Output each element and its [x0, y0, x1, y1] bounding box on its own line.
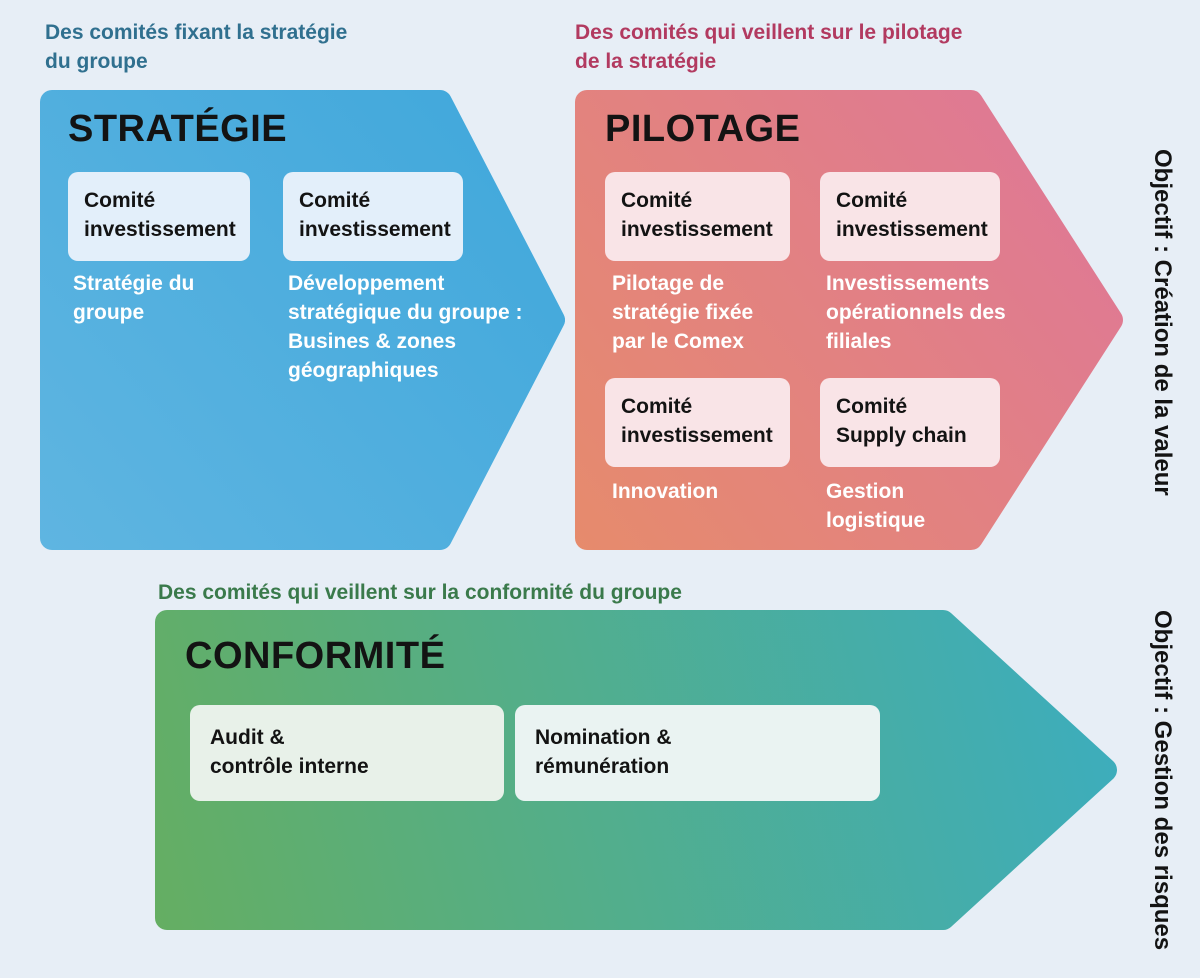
committee-box-strategy-1: Comité investissement — [68, 172, 250, 261]
objective-label-gestion-risques: Objectif : Gestion des risques — [1149, 609, 1176, 951]
committee-box-pilotage-2: Comité investissement — [820, 172, 1000, 261]
committee-box-pilotage-3: Comité investissement — [605, 378, 790, 467]
committee-caption-pilotage-3: Innovation — [612, 480, 719, 503]
committee-box-conformite-1: Audit & contrôle interne — [190, 705, 504, 801]
conformite-eyebrow: Des comités qui veillent sur la conformi… — [158, 581, 682, 604]
committee-box-strategy-2: Comité investissement — [283, 172, 463, 261]
committee-caption-pilotage-4: Gestion logistique — [826, 480, 926, 532]
pilotage-eyebrow: Des comités qui veillent sur le pilotage… — [575, 21, 963, 74]
committee-box-pilotage-1: Comité investissement — [605, 172, 790, 261]
objective-label-creation-valeur: Objectif : Création de la valeur — [1149, 149, 1176, 496]
committee-caption-strategy-1: Stratégie du groupe — [73, 272, 195, 324]
committee-caption-strategy-2: Développement stratégique du groupe : Bu… — [288, 272, 523, 382]
committee-box-pilotage-4: Comité Supply chain — [820, 378, 1000, 467]
strategy-title: STRATÉGIE — [68, 108, 288, 150]
committee-caption-pilotage-2: Investissements opérationnels des filial… — [826, 272, 1006, 353]
committee-box-conformite-2: Nomination & rémunération — [515, 705, 880, 801]
pilotage-title: PILOTAGE — [605, 108, 801, 150]
committee-caption-pilotage-1: Pilotage de stratégie fixée par le Comex — [612, 272, 754, 353]
conformite-title: CONFORMITÉ — [185, 635, 446, 677]
strategy-eyebrow: Des comités fixant la stratégie du group… — [45, 21, 348, 74]
